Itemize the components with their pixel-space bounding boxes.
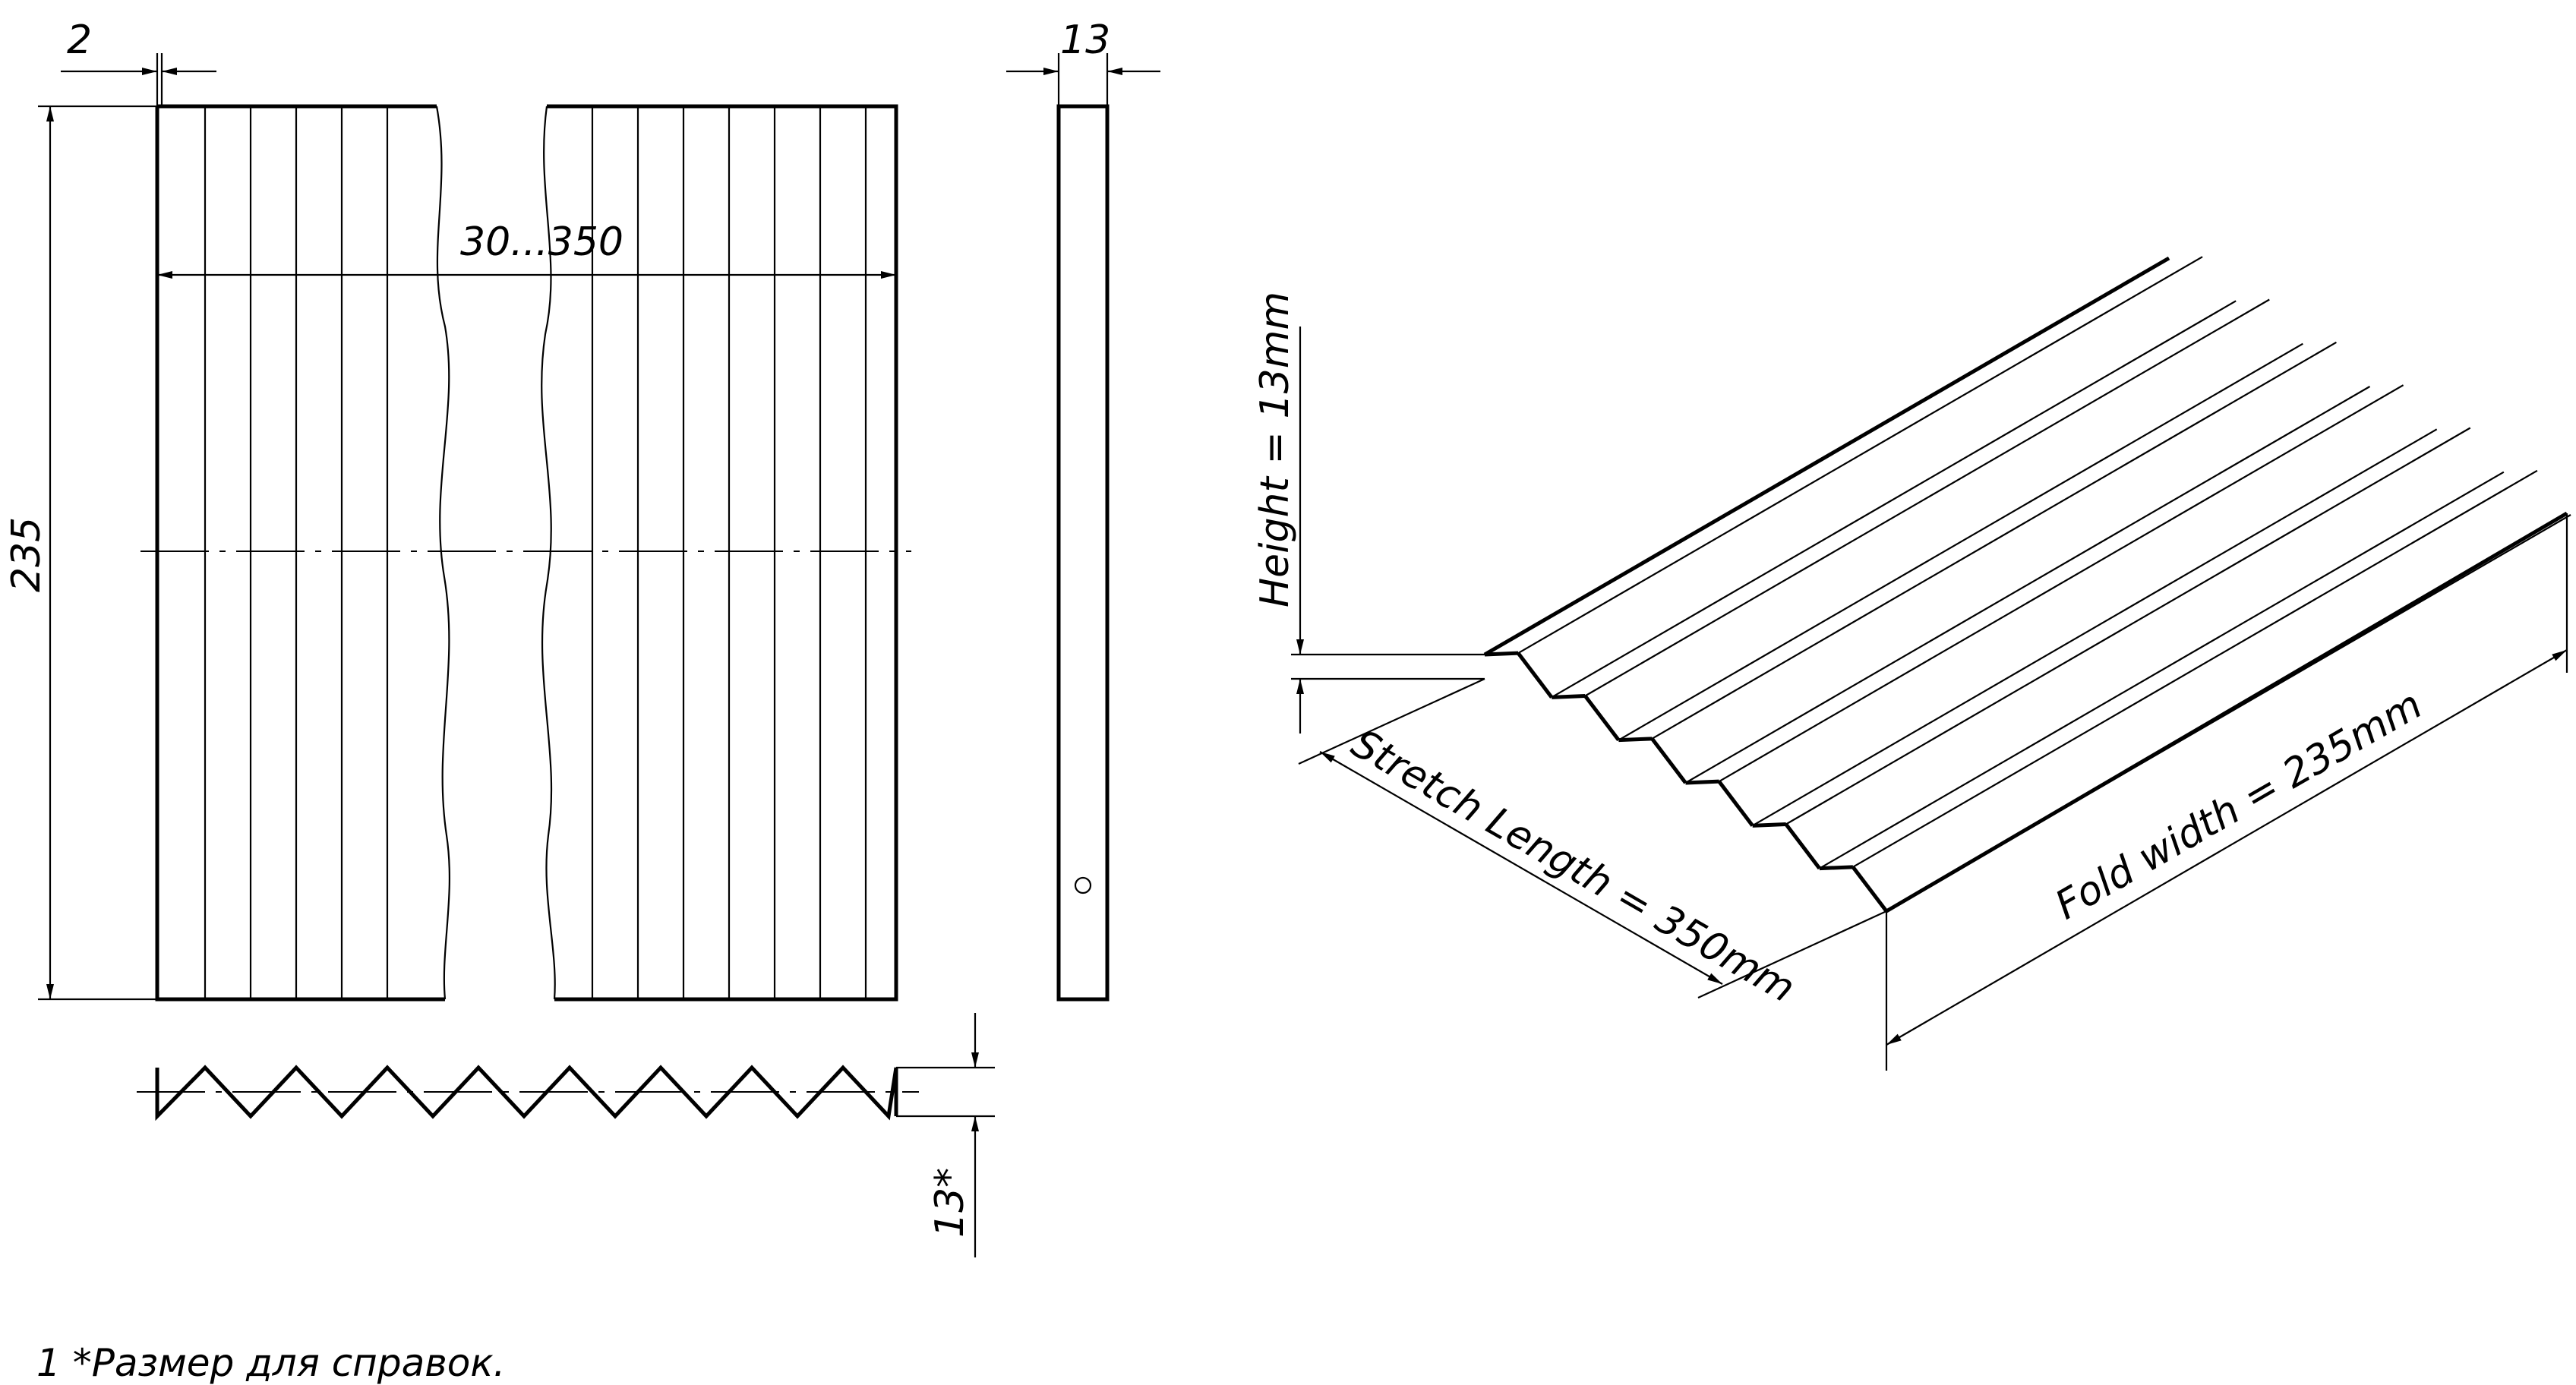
iso-dim-height: Height = 13mm [1252,292,1485,734]
iso-back-edge [1483,256,2170,657]
front-view: 2 235 30...350 [4,17,911,1002]
iso-profile-segment [1717,780,1754,827]
dim-length-range-label: 30...350 [460,219,623,265]
dim-fold-height: 13* [896,1013,995,1257]
iso-profile-segment [1583,694,1621,742]
iso-profile-segment [1685,779,1719,785]
dim-thickness: 2 [61,17,216,106]
front-view-right-break [541,106,556,1000]
iso-fold-line [1584,298,2270,697]
iso-fold-line [1551,300,2237,699]
front-view-left-part [155,104,445,1002]
iso-fold-line [1819,471,2505,869]
iso-profile-segment [1851,866,1888,913]
dim-height: 235 [4,105,157,1001]
iso-profile-segment [1650,737,1687,784]
front-view-left-break [435,106,450,1000]
dim-depth: 13 [1006,17,1160,106]
front-view-right-part [547,104,898,1002]
front-view-fold-lines [204,106,867,999]
iso-profile-segment [1517,651,1554,699]
note-line-1: 1 *Размер для справок. [36,1341,505,1385]
side-view-outline [1056,104,1110,1002]
iso-profile-segment [1819,865,1854,871]
iso-width-label: Fold width = 235mm [2048,682,2430,929]
dim-fold-height-label: 13* [927,1168,973,1238]
iso-fold-line [1517,256,2203,655]
dim-depth-label: 13 [1060,17,1110,63]
iso-fold-line [1752,428,2438,827]
iso-fold-line [1719,384,2404,783]
iso-fold-line [1618,342,2303,741]
profile-view: 13* [137,1013,995,1257]
iso-profile-segment [1484,651,1519,657]
iso-fold-line [1651,341,2337,740]
iso-profile-segment [1618,737,1653,743]
dim-thickness-label: 2 [67,17,92,63]
isometric-view: Height = 13mm Stretch Length = 350mm Fol… [1252,256,2571,1071]
side-view-hole [1074,876,1092,894]
dim-height-label: 235 [4,517,49,592]
iso-profile-segment [1552,694,1586,699]
iso-front-edge [1885,511,2568,913]
iso-profile-segment [1752,822,1786,828]
iso-fold-line [1684,386,2371,784]
side-view: 13 [1006,17,1160,1002]
iso-length-label: Stretch Length = 350mm [1344,721,1803,1011]
iso-fold-stack [1484,256,2571,913]
iso-profile-segment [1784,822,1821,870]
iso-dim-width: Fold width = 235mm [1885,513,2568,1071]
iso-dim-length: Stretch Length = 350mm [1298,677,1887,1012]
dim-length-range: 30...350 [157,219,896,279]
iso-height-label: Height = 13mm [1252,292,1298,607]
